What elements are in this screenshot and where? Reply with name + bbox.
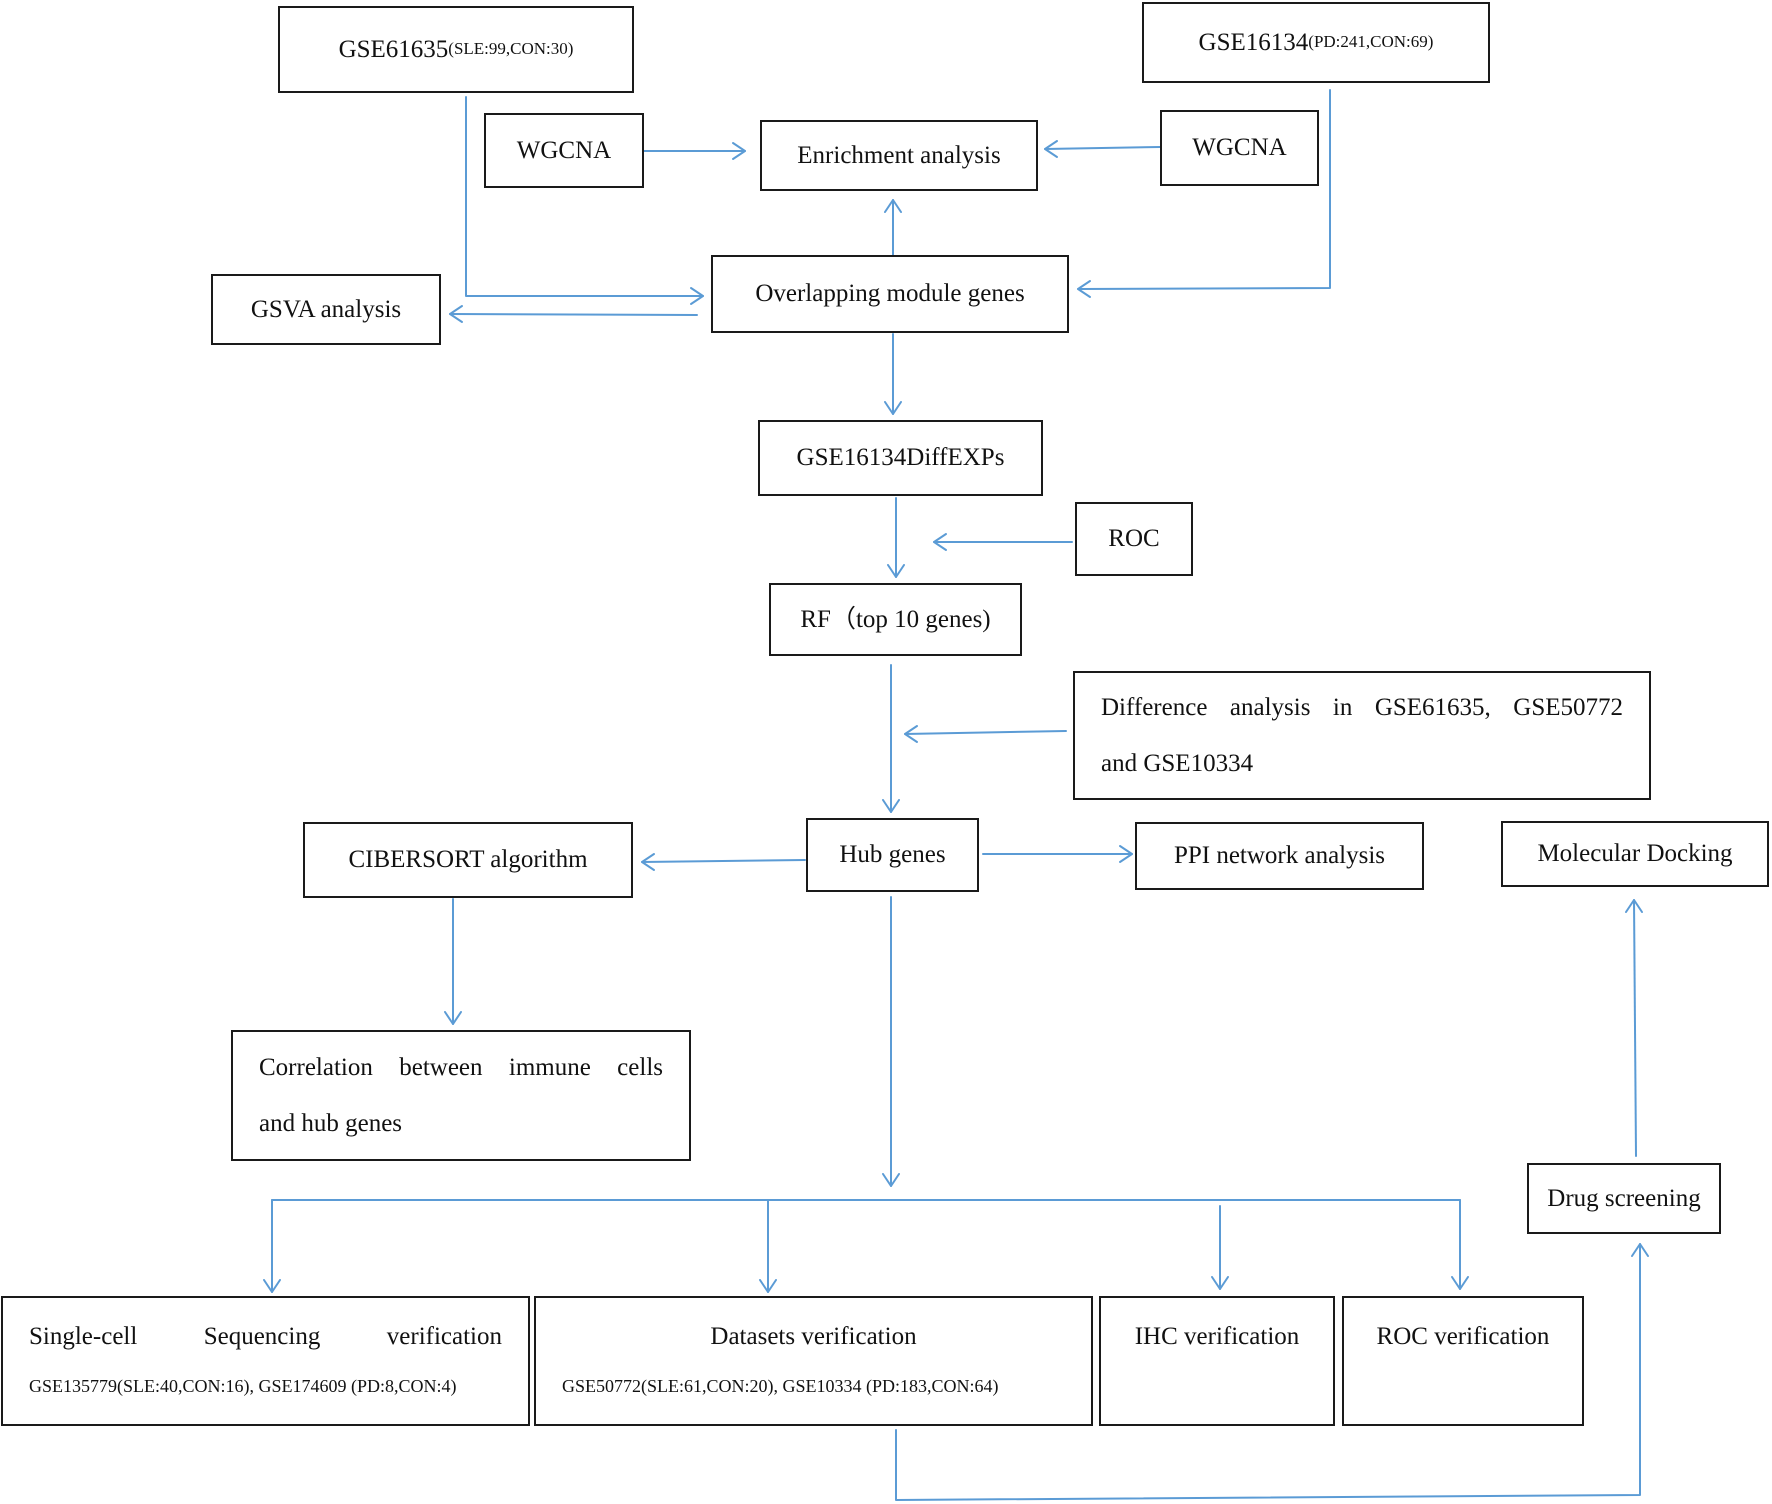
node-gse16134-diffexps: GSE16134DiffEXPs xyxy=(758,420,1043,496)
correlation-line-1: Correlation between immune cells xyxy=(259,1053,663,1081)
wgcna-right-label: WGCNA xyxy=(1192,134,1287,161)
correlation-line-2: and hub genes xyxy=(259,1109,403,1137)
arrow-bus-to-roc-verification-head xyxy=(1451,1276,1469,1290)
node-roc-verification: ROC verification xyxy=(1342,1296,1584,1426)
arrow-hub-to-cibersort xyxy=(641,859,806,863)
node-cibersort-algorithm: CIBERSORT algorithm xyxy=(303,822,633,898)
node-correlation: Correlation between immune cells and hub… xyxy=(231,1030,691,1161)
node-wgcna-right: WGCNA xyxy=(1160,110,1319,186)
arrow-wgcna-left-to-enrichment-head xyxy=(732,142,746,160)
node-hub-genes: Hub genes xyxy=(806,818,979,892)
gsva-label: GSVA analysis xyxy=(250,295,402,323)
node-gse16134: GSE16134(PD:241,CON:69) xyxy=(1142,2,1490,83)
datasets-title: Datasets verification xyxy=(710,1323,917,1350)
node-ppi-network-analysis: PPI network analysis xyxy=(1135,822,1424,890)
arrow-roc-to-chain-head xyxy=(933,533,947,551)
roc-verification-label: ROC verification xyxy=(1376,1323,1550,1350)
arrow-overlapping-to-gsva-head xyxy=(449,305,463,323)
arrow-overlapping-to-gsva xyxy=(449,313,698,316)
difference-line-2: and GSE10334 xyxy=(1101,749,1254,777)
overlapping-label: Overlapping module genes xyxy=(755,280,1025,307)
node-ihc-verification: IHC verification xyxy=(1099,1296,1335,1426)
arrow-bus-to-single-cell-head xyxy=(263,1279,281,1293)
hub-label: Hub genes xyxy=(839,841,946,868)
node-wgcna-left: WGCNA xyxy=(484,113,644,188)
wgcna-left-label: WGCNA xyxy=(516,136,612,164)
arrow-bus-to-datasets-head xyxy=(759,1279,777,1293)
arrow-gse16134-to-overlapping xyxy=(1077,89,1331,290)
single-cell-datasets: GSE135779(SLE:40,CON:16), GSE174609 (PD:… xyxy=(29,1376,457,1396)
arrow-cibersort-to-correlation-head xyxy=(444,1011,462,1025)
enrichment-label: Enrichment analysis xyxy=(797,141,1001,169)
difference-line-1: Difference analysis in GSE61635, GSE5077… xyxy=(1101,693,1623,721)
arrow-datasets-to-drug xyxy=(895,1243,1641,1501)
node-enrichment-analysis: Enrichment analysis xyxy=(760,120,1038,191)
gse61635-label: GSE61635 xyxy=(338,35,449,63)
arrow-gse61635-to-overlapping xyxy=(465,96,704,297)
arrow-hub-to-cibersort-head xyxy=(641,853,655,871)
node-overlapping-module-genes: Overlapping module genes xyxy=(711,255,1069,333)
arrow-rf-to-hub-head xyxy=(882,799,900,813)
node-gse61635: GSE61635(SLE:99,CON:30) xyxy=(278,6,634,93)
arrow-wgcna-right-to-enrichment-head xyxy=(1044,140,1058,158)
roc-label: ROC xyxy=(1108,525,1160,552)
gse16134-detail: (PD:241,CON:69) xyxy=(1308,32,1434,52)
arrow-gse16134-to-overlapping-head xyxy=(1077,280,1091,298)
node-roc: ROC xyxy=(1075,502,1193,576)
arrow-difference-to-chain-head xyxy=(904,725,918,743)
node-datasets-verification: Datasets verification GSE50772(SLE:61,CO… xyxy=(534,1296,1093,1426)
gse61635-detail: (SLE:99,CON:30) xyxy=(448,39,574,59)
gse16134-label: GSE16134 xyxy=(1198,28,1309,56)
arrow-datasets-to-drug-head xyxy=(1631,1243,1649,1257)
docking-label: Molecular Docking xyxy=(1537,840,1733,867)
arrow-diffexps-to-rf-head xyxy=(887,564,905,578)
arrow-overlapping-to-diffexps-head xyxy=(884,401,902,415)
node-molecular-docking: Molecular Docking xyxy=(1501,821,1769,887)
single-cell-title: Single-cell Sequencing verification xyxy=(29,1323,502,1350)
arrow-hub-to-ppi-head xyxy=(1119,845,1133,863)
node-single-cell-verification: Single-cell Sequencing verification GSE1… xyxy=(1,1296,530,1426)
diffexps-label: GSE16134DiffEXPs xyxy=(796,444,1005,471)
arrow-overlapping-to-enrichment-head xyxy=(884,199,902,213)
ihc-label: IHC verification xyxy=(1134,1323,1300,1350)
arrow-bus-to-ihc-head xyxy=(1211,1276,1229,1290)
node-gsva-analysis: GSVA analysis xyxy=(211,274,441,345)
arrow-hub-to-verifications-head xyxy=(882,1173,900,1187)
arrow-gse61635-to-overlapping-head xyxy=(690,287,704,305)
cibersort-label: CIBERSORT algorithm xyxy=(348,846,588,873)
node-difference-analysis: Difference analysis in GSE61635, GSE5077… xyxy=(1073,671,1651,800)
node-drug-screening: Drug screening xyxy=(1527,1163,1721,1234)
node-rf-top-genes: RF（top 10 genes) xyxy=(769,583,1022,656)
arrow-difference-to-chain xyxy=(904,730,1067,735)
datasets-list: GSE50772(SLE:61,CON:20), GSE10334 (PD:18… xyxy=(562,1376,999,1396)
arrow-drug-to-docking-head xyxy=(1625,899,1643,913)
ppi-label: PPI network analysis xyxy=(1173,842,1386,869)
arrow-wgcna-right-to-enrichment xyxy=(1044,146,1161,150)
rf-label: RF（top 10 genes) xyxy=(800,605,991,633)
arrow-drug-to-docking xyxy=(1633,899,1637,1157)
drug-label: Drug screening xyxy=(1547,1184,1701,1212)
